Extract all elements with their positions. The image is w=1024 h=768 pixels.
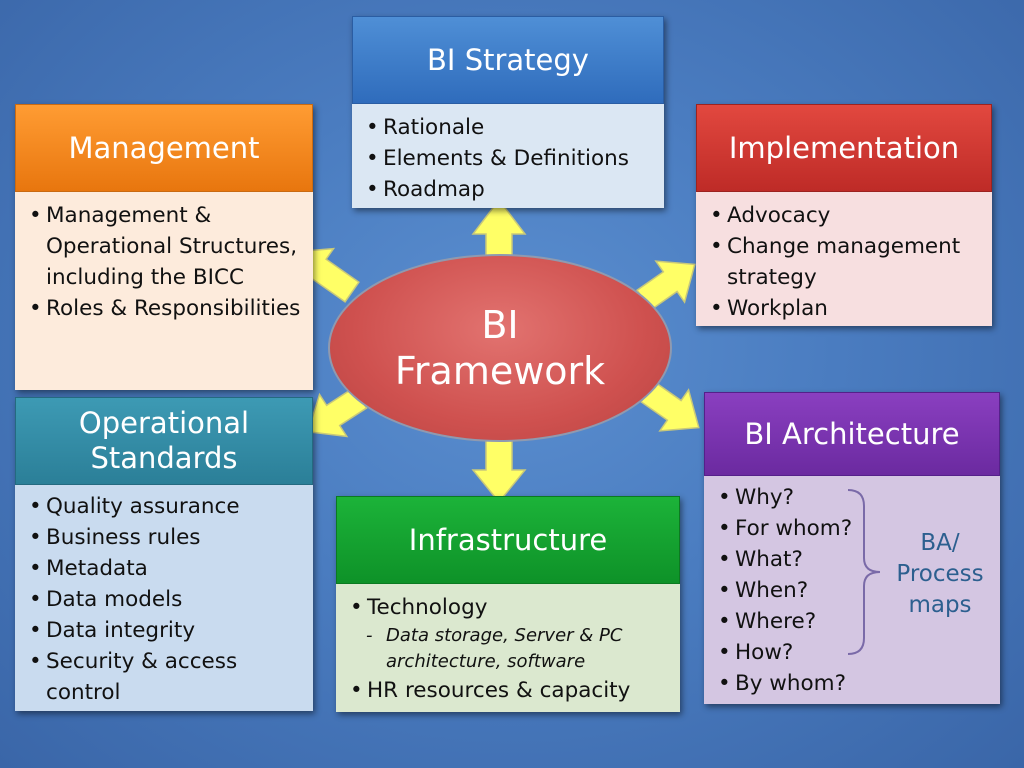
- center-title-line: Framework: [394, 349, 606, 393]
- label-line: BA/: [920, 530, 960, 556]
- list-item: Elements & Definitions: [362, 143, 654, 174]
- list-item: For whom?: [714, 513, 990, 544]
- label-line: Process: [896, 561, 984, 587]
- bi-strategy-body: Rationale Elements & Definitions Roadmap: [352, 104, 664, 208]
- list-item: How?: [714, 637, 990, 668]
- list-item: When?: [714, 575, 990, 606]
- curly-brace-icon: [847, 489, 881, 655]
- list-item: Business rules: [25, 522, 303, 553]
- list-item: Why?: [714, 482, 990, 513]
- infrastructure-box: Infrastructure Technology Data storage, …: [336, 496, 680, 712]
- list-item: What?: [714, 544, 990, 575]
- label-line: maps: [908, 592, 972, 618]
- management-body: Management & Operational Structures, inc…: [15, 192, 313, 390]
- title-line: Standards: [90, 441, 238, 475]
- management-box: Management Management & Operational Stru…: [15, 104, 313, 390]
- bi-strategy-title: BI Strategy: [352, 16, 664, 104]
- list-item: By whom?: [714, 668, 990, 699]
- infrastructure-title: Infrastructure: [336, 496, 680, 584]
- operational-standards-body: Quality assurance Business rules Metadat…: [15, 485, 313, 711]
- list-item: Data models: [25, 584, 303, 615]
- list-item: Rationale: [362, 112, 654, 143]
- list-item: Roadmap: [362, 174, 654, 205]
- list-item: Roles & Responsibilities: [25, 293, 303, 324]
- list-item: Metadata: [25, 553, 303, 584]
- list-item: Where?: [714, 606, 990, 637]
- bi-architecture-box: BI Architecture Why? For whom? What? Whe…: [704, 392, 1000, 704]
- center-title-line: BI: [481, 303, 519, 347]
- bi-framework-center: BI Framework: [328, 254, 672, 442]
- list-item: Management & Operational Structures, inc…: [25, 200, 303, 293]
- list-item: Change management strategy: [706, 231, 982, 293]
- list-item: Data integrity: [25, 615, 303, 646]
- arrow-to-architecture: [640, 381, 700, 432]
- implementation-title: Implementation: [696, 104, 992, 192]
- sub-list-item: Data storage, Server & PC architecture, …: [346, 623, 670, 675]
- implementation-body: Advocacy Change management strategy Work…: [696, 192, 992, 326]
- title-line: Operational: [78, 406, 250, 441]
- list-item: Workplan: [706, 293, 982, 324]
- bi-strategy-box: BI Strategy Rationale Elements & Definit…: [352, 16, 664, 208]
- bi-architecture-body: Why? For whom? What? When? Where? How? B…: [704, 476, 1000, 704]
- operational-standards-title: Operational Standards: [15, 397, 313, 485]
- infrastructure-body: Technology Data storage, Server & PC arc…: [336, 584, 680, 712]
- list-item: Security & access control: [25, 646, 303, 708]
- ba-process-maps-label: BA/ Process maps: [884, 528, 996, 621]
- bi-architecture-title: BI Architecture: [704, 392, 1000, 476]
- management-title: Management: [15, 104, 313, 192]
- operational-standards-box: Operational Standards Quality assurance …: [15, 397, 313, 711]
- implementation-box: Implementation Advocacy Change managemen…: [696, 104, 992, 326]
- list-item: Advocacy: [706, 200, 982, 231]
- list-item: Technology: [346, 592, 670, 623]
- list-item: Quality assurance: [25, 491, 303, 522]
- list-item: HR resources & capacity: [346, 675, 670, 706]
